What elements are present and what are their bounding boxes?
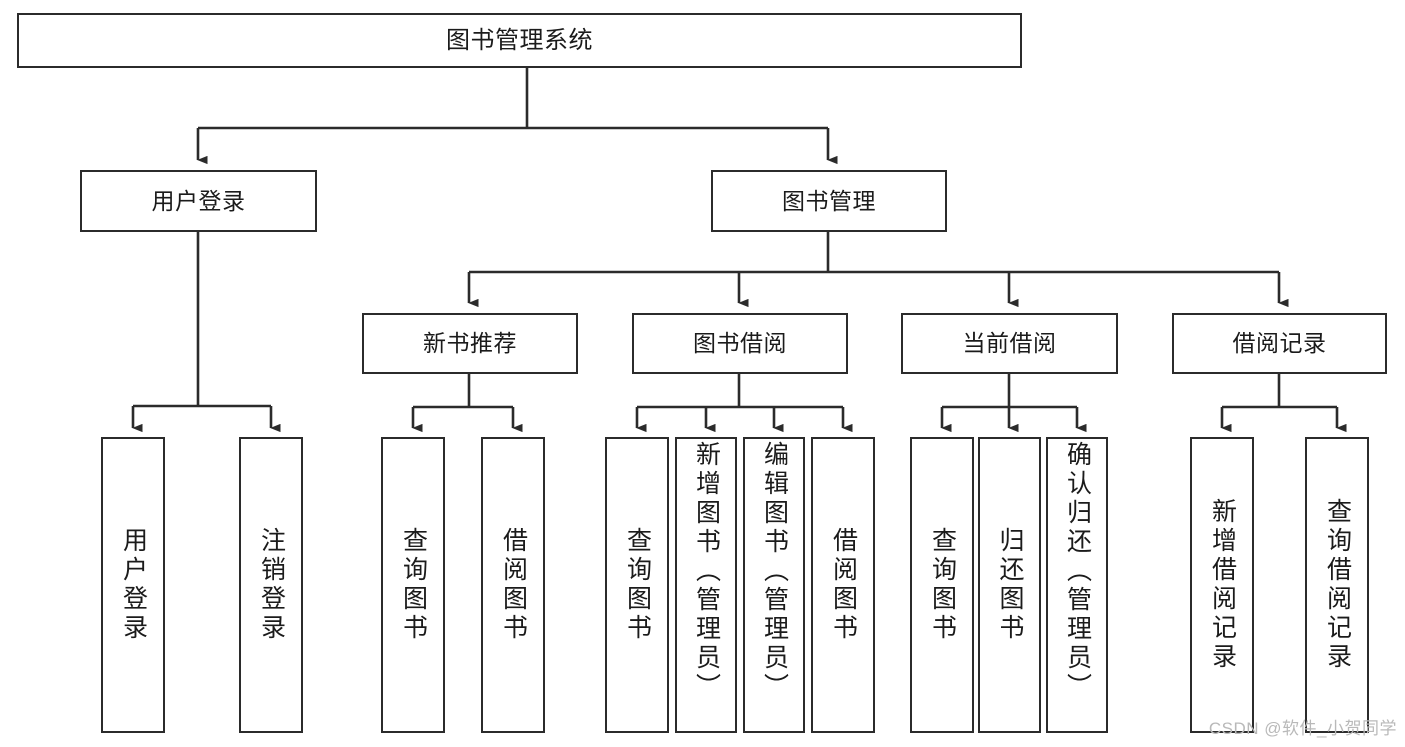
node-leaf-return-book-label: 归还图书 <box>996 527 1024 643</box>
node-leaf-logout[interactable]: 注销登录 <box>239 437 303 733</box>
node-leaf-add-record[interactable]: 新增借阅记录 <box>1190 437 1254 733</box>
node-leaf-query-record-label: 查询借阅记录 <box>1323 498 1352 672</box>
node-current-borrow-label: 当前借阅 <box>962 330 1057 357</box>
node-book-management-label: 图书管理 <box>782 187 876 214</box>
node-leaf-borrow-book-1-label: 借阅图书 <box>499 527 528 643</box>
node-user-login[interactable]: 用户登录 <box>80 170 317 232</box>
node-leaf-borrow-book-1[interactable]: 借阅图书 <box>481 437 545 733</box>
node-new-book-recommend[interactable]: 新书推荐 <box>362 313 578 374</box>
node-leaf-logout-label: 注销登录 <box>257 527 286 643</box>
node-leaf-borrow-book-2-label: 借阅图书 <box>829 527 858 643</box>
node-book-borrow[interactable]: 图书借阅 <box>632 313 848 374</box>
node-book-management[interactable]: 图书管理 <box>711 170 947 232</box>
node-leaf-borrow-book-2[interactable]: 借阅图书 <box>811 437 875 733</box>
node-leaf-edit-book-label: 编辑图书（管理员） <box>760 441 789 702</box>
node-leaf-query-record[interactable]: 查询借阅记录 <box>1305 437 1369 733</box>
node-leaf-user-login-label: 用户登录 <box>119 527 148 643</box>
node-leaf-edit-book[interactable]: 编辑图书（管理员） <box>743 437 805 733</box>
node-leaf-user-login[interactable]: 用户登录 <box>101 437 165 733</box>
node-book-borrow-label: 图书借阅 <box>693 330 787 357</box>
node-new-book-recommend-label: 新书推荐 <box>423 330 517 357</box>
node-leaf-return-book[interactable]: 归还图书 <box>978 437 1041 733</box>
node-leaf-query-book-2[interactable]: 查询图书 <box>605 437 669 733</box>
node-leaf-query-book-3-label: 查询图书 <box>928 527 957 643</box>
node-root-label: 图书管理系统 <box>446 26 593 54</box>
node-borrow-record-label: 借阅记录 <box>1232 330 1327 357</box>
node-leaf-confirm-return-label: 确认归还（管理员） <box>1063 441 1092 702</box>
node-leaf-query-book-2-label: 查询图书 <box>623 527 652 643</box>
node-leaf-confirm-return[interactable]: 确认归还（管理员） <box>1046 437 1108 733</box>
node-user-login-label: 用户登录 <box>151 187 246 214</box>
node-leaf-add-book-label: 新增图书（管理员） <box>692 441 721 702</box>
node-current-borrow[interactable]: 当前借阅 <box>901 313 1118 374</box>
csdn-watermark: CSDN @软件_小贺同学 <box>1208 719 1397 738</box>
node-leaf-add-book[interactable]: 新增图书（管理员） <box>675 437 737 733</box>
node-borrow-record[interactable]: 借阅记录 <box>1172 313 1387 374</box>
node-leaf-query-book-1[interactable]: 查询图书 <box>381 437 445 733</box>
node-leaf-query-book-3[interactable]: 查询图书 <box>910 437 974 733</box>
node-root[interactable]: 图书管理系统 <box>17 13 1022 68</box>
node-leaf-query-book-1-label: 查询图书 <box>399 527 428 643</box>
node-leaf-add-record-label: 新增借阅记录 <box>1208 498 1237 672</box>
